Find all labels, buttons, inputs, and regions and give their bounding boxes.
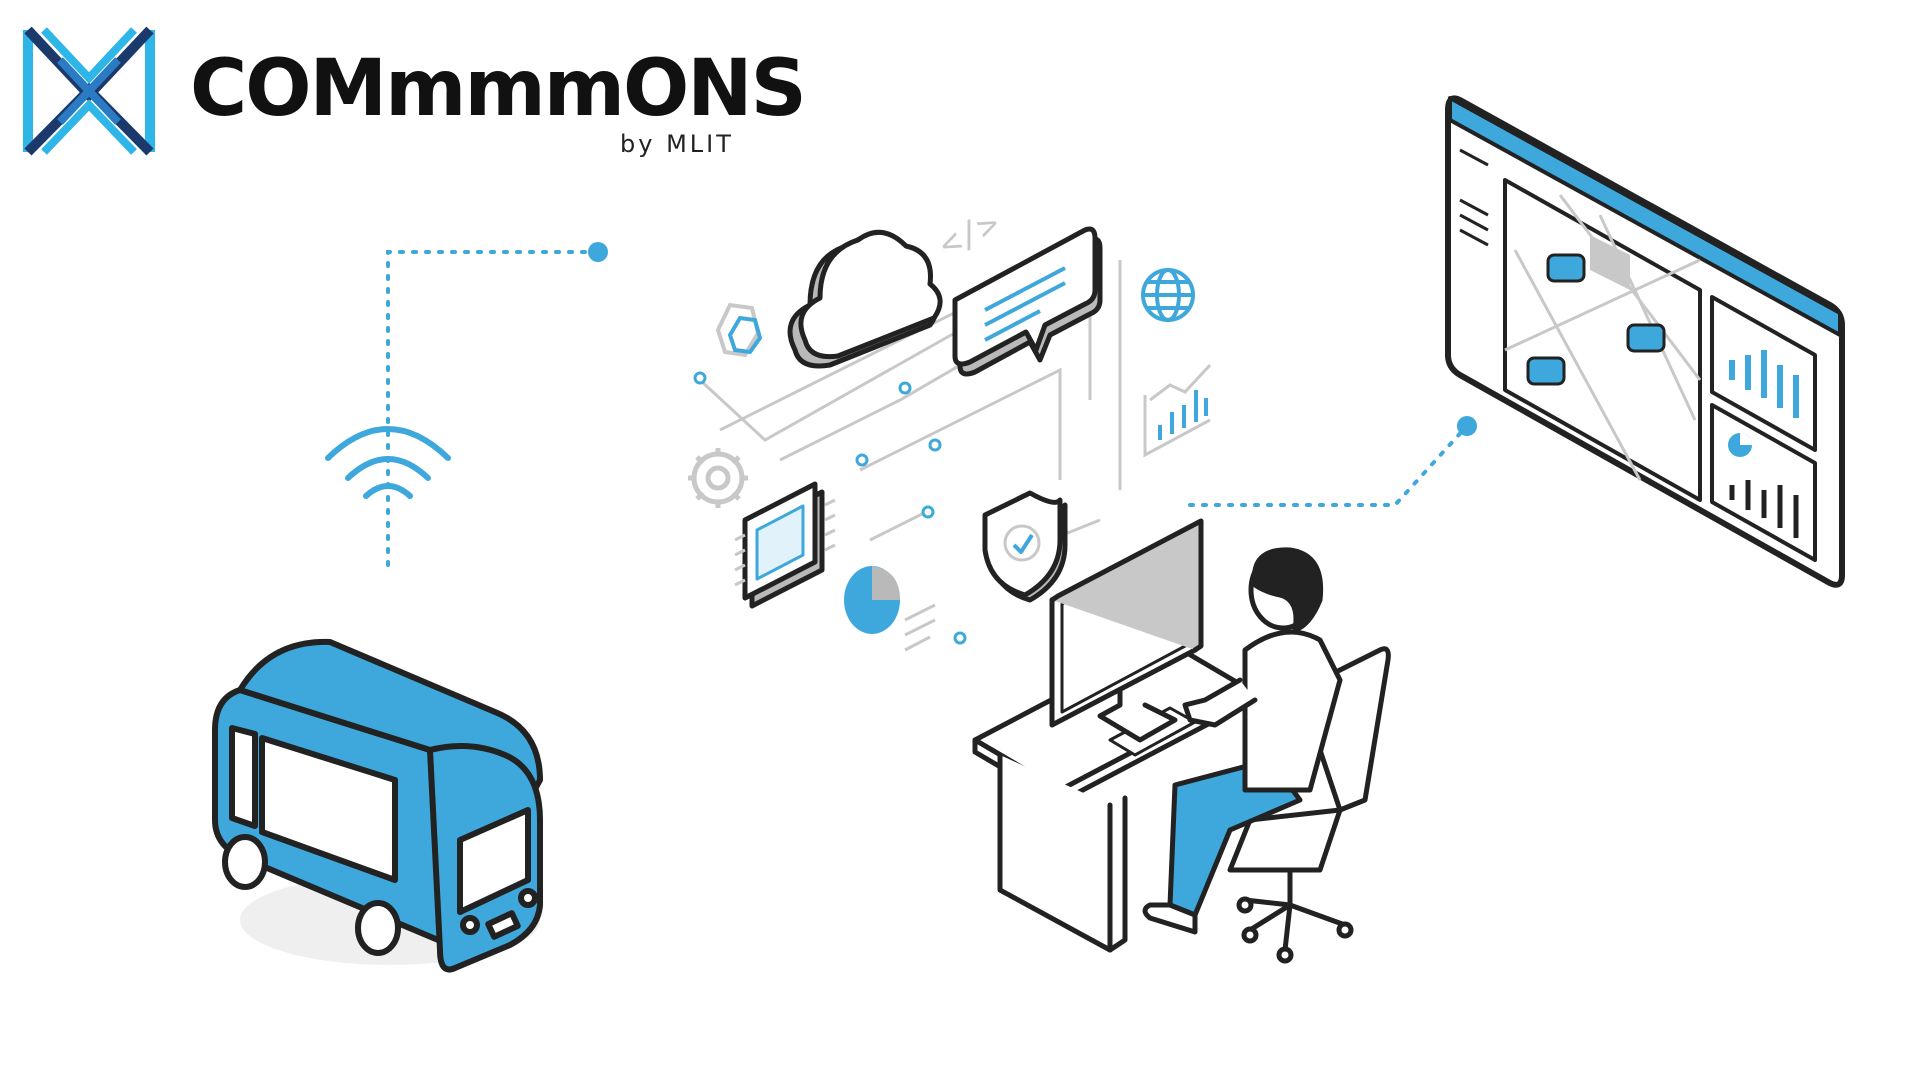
autonomous-bus (212, 638, 543, 973)
connector-node (588, 242, 608, 262)
gear-icon (688, 448, 748, 508)
connector-wifi-to-cloud (386, 250, 597, 567)
map-bus-markers (1526, 253, 1666, 386)
connector-desk-to-screen (1188, 426, 1467, 507)
wifi-icon (325, 426, 451, 499)
dashboard-screen (1445, 95, 1845, 588)
circuit-nodes (693, 371, 967, 645)
code-icon: </> (933, 203, 1006, 265)
globe-icon (1141, 268, 1195, 322)
brand-subtitle: by MLIT (620, 130, 734, 158)
cloud-icon (787, 229, 943, 369)
pie-chart-icon (844, 566, 936, 652)
chip-icon (734, 481, 836, 609)
brand-name: COMmmmONS (190, 44, 807, 134)
operator-desk-scene (972, 518, 1391, 964)
logo-mark-icon (23, 26, 155, 156)
connector-node (1457, 416, 1477, 436)
hexagon-icon (715, 302, 763, 358)
line-chart-icon (1143, 363, 1212, 458)
chat-bubble-icon (952, 226, 1103, 377)
shield-check-icon (982, 490, 1068, 603)
